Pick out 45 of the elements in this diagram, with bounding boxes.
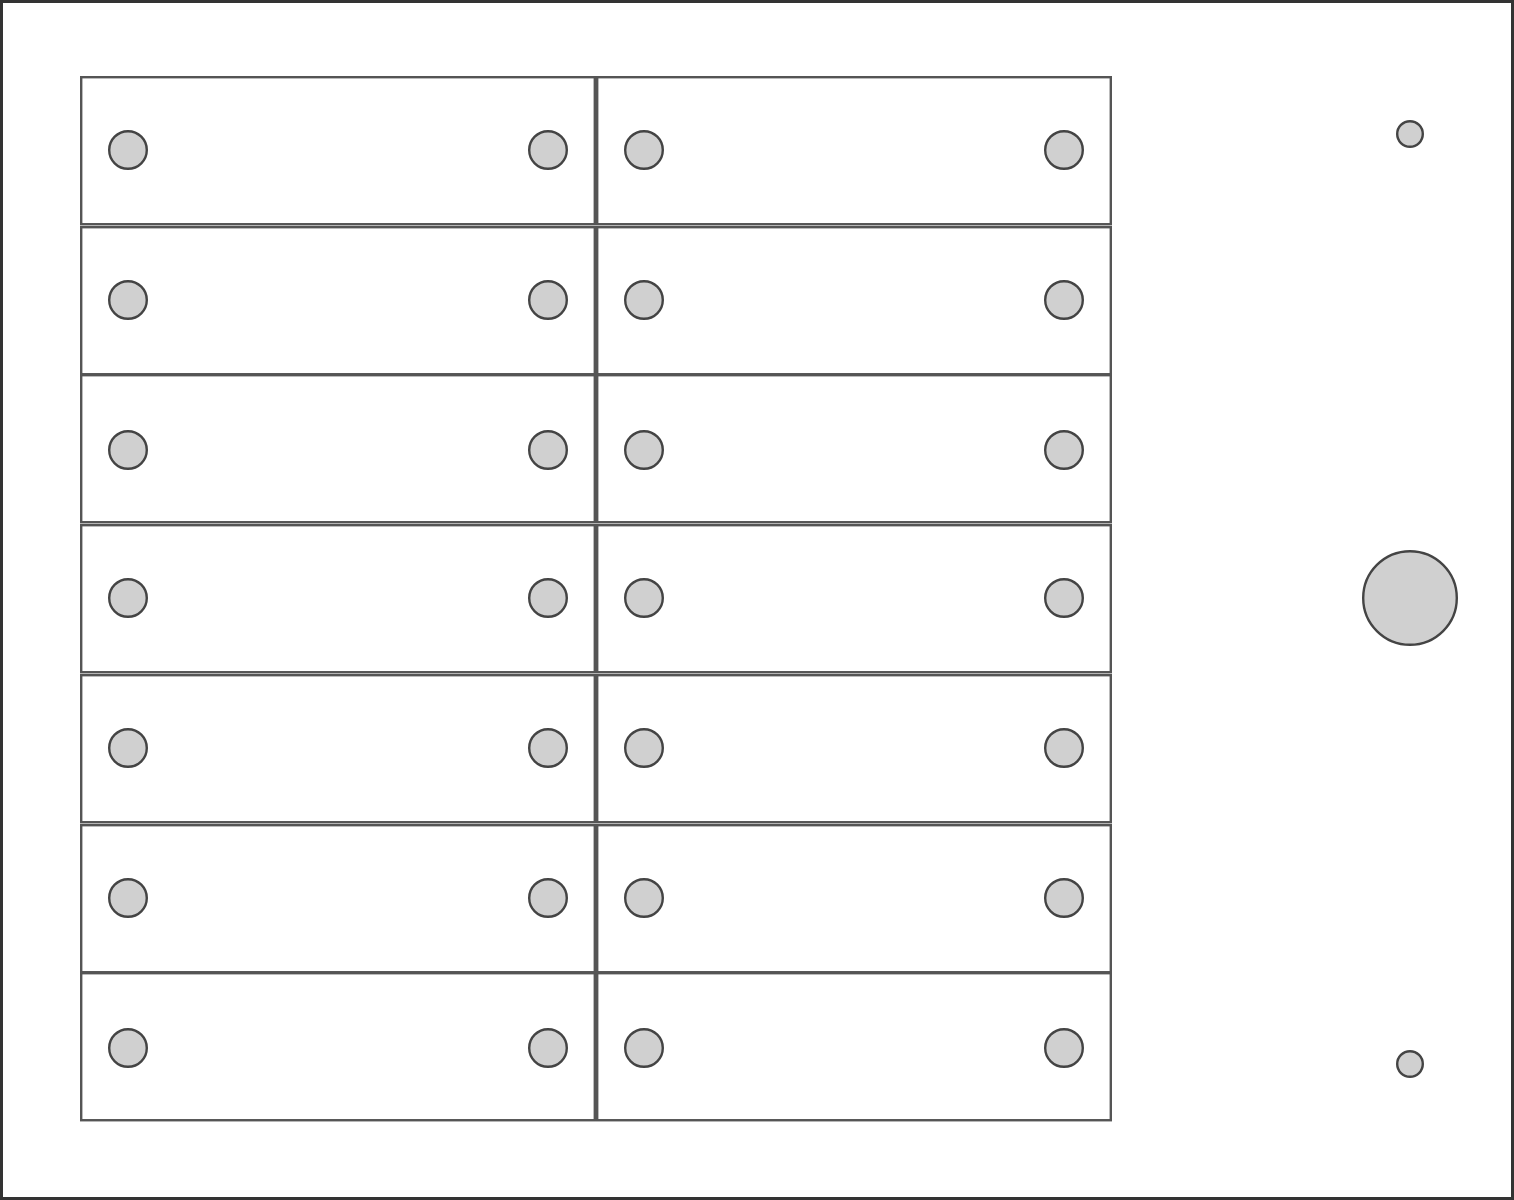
panel-section <box>596 823 1112 973</box>
mounting-hole <box>528 130 568 171</box>
mounting-hole <box>528 728 568 769</box>
panel-section <box>80 76 596 226</box>
mounting-hole <box>528 1027 568 1068</box>
panel-section <box>80 972 596 1122</box>
mounting-hole <box>108 429 148 470</box>
mounting-hole <box>1044 280 1084 321</box>
mounting-hole <box>528 578 568 619</box>
mounting-hole <box>624 877 664 918</box>
mounting-hole <box>1362 550 1458 646</box>
mounting-hole <box>1396 120 1424 148</box>
panel-section <box>80 225 596 375</box>
panel-section <box>596 524 1112 674</box>
panel-section <box>80 673 596 824</box>
mounting-hole <box>1044 877 1084 918</box>
mounting-hole <box>108 280 148 321</box>
panel-section <box>80 823 596 973</box>
panel-section <box>596 673 1112 824</box>
mounting-hole <box>1044 429 1084 470</box>
mounting-hole <box>108 1027 148 1068</box>
mounting-hole <box>108 728 148 769</box>
mounting-hole <box>1044 1027 1084 1068</box>
mounting-hole <box>528 429 568 470</box>
mounting-hole <box>108 877 148 918</box>
panel-section <box>596 225 1112 375</box>
mounting-hole <box>528 877 568 918</box>
mounting-hole <box>1396 1050 1424 1078</box>
mounting-hole <box>624 578 664 619</box>
mounting-hole <box>108 130 148 171</box>
mounting-hole <box>624 280 664 321</box>
panel-section <box>596 972 1112 1122</box>
mounting-hole <box>1044 130 1084 171</box>
panel-section <box>80 524 596 674</box>
mounting-hole <box>624 1027 664 1068</box>
mounting-hole <box>624 728 664 769</box>
mounting-hole <box>1044 728 1084 769</box>
mounting-hole <box>624 130 664 171</box>
mounting-hole <box>1044 578 1084 619</box>
panel-section <box>80 374 596 525</box>
mounting-hole <box>108 578 148 619</box>
mounting-hole <box>624 429 664 470</box>
panel-section <box>596 374 1112 525</box>
mounting-hole <box>528 280 568 321</box>
panel-section <box>596 76 1112 226</box>
